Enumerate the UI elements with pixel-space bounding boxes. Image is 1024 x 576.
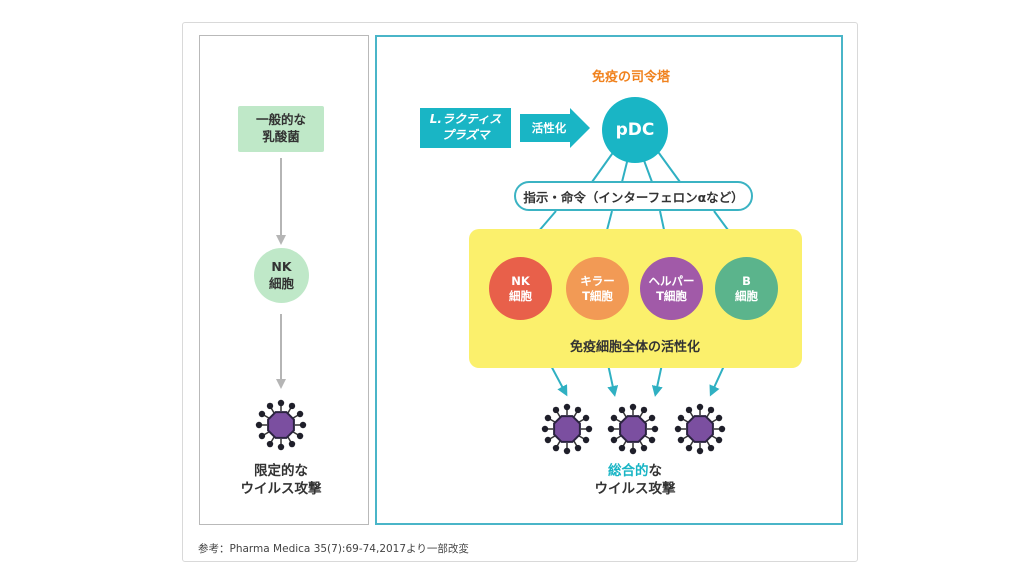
limited-attack-label: 限定的な ウイルス攻撃 <box>240 463 322 497</box>
instruction-box: 指示・命令（インターフェロンαなど） <box>514 181 753 211</box>
b-cell: B 細胞 <box>715 257 778 320</box>
general-lactobacillus-box: 一般的な 乳酸菌 <box>238 106 324 152</box>
comprehensive-highlight: 総合的 <box>608 463 649 479</box>
pdc-label: pDC <box>615 119 655 140</box>
comprehensive-rest: な ウイルス攻撃 <box>594 463 676 497</box>
left-panel <box>199 35 369 525</box>
killer-t-cell-label: キラー T細胞 <box>580 273 615 303</box>
nk-cell: NK 細胞 <box>489 257 552 320</box>
activation-arrow: 活性化 <box>520 108 590 148</box>
activation-arrow-label: 活性化 <box>531 121 567 135</box>
immune-command-tower-title: 免疫の司令塔 <box>591 70 670 85</box>
b-cell-label: B 細胞 <box>735 273 758 303</box>
instruction-label: 指示・命令（インターフェロンαなど） <box>523 189 744 205</box>
nk-cell-left: NK 細胞 <box>254 248 309 303</box>
helper-t-cell-label: ヘルパー T細胞 <box>648 273 695 303</box>
lactococcus-plasma-box: L.ラクティス プラズマ <box>420 108 511 148</box>
general-lactobacillus-label: 一般的な 乳酸菌 <box>255 112 306 144</box>
killer-t-cell: キラー T細胞 <box>566 257 629 320</box>
comprehensive-attack-label: 総合的な ウイルス攻撃 <box>570 463 700 498</box>
right-panel <box>375 35 843 525</box>
reference-note: 参考：Pharma Medica 35(7):69-74,2017より一部改変 <box>198 543 469 555</box>
nk-cell-left-label: NK 細胞 <box>268 259 294 291</box>
lactococcus-plasma-label: L.ラクティス プラズマ <box>429 112 502 142</box>
pdc-cell: pDC <box>602 97 668 163</box>
helper-t-cell: ヘルパー T細胞 <box>640 257 703 320</box>
immune-activation-label: 免疫細胞全体の活性化 <box>569 340 700 355</box>
nk-cell-label: NK 細胞 <box>509 273 532 303</box>
